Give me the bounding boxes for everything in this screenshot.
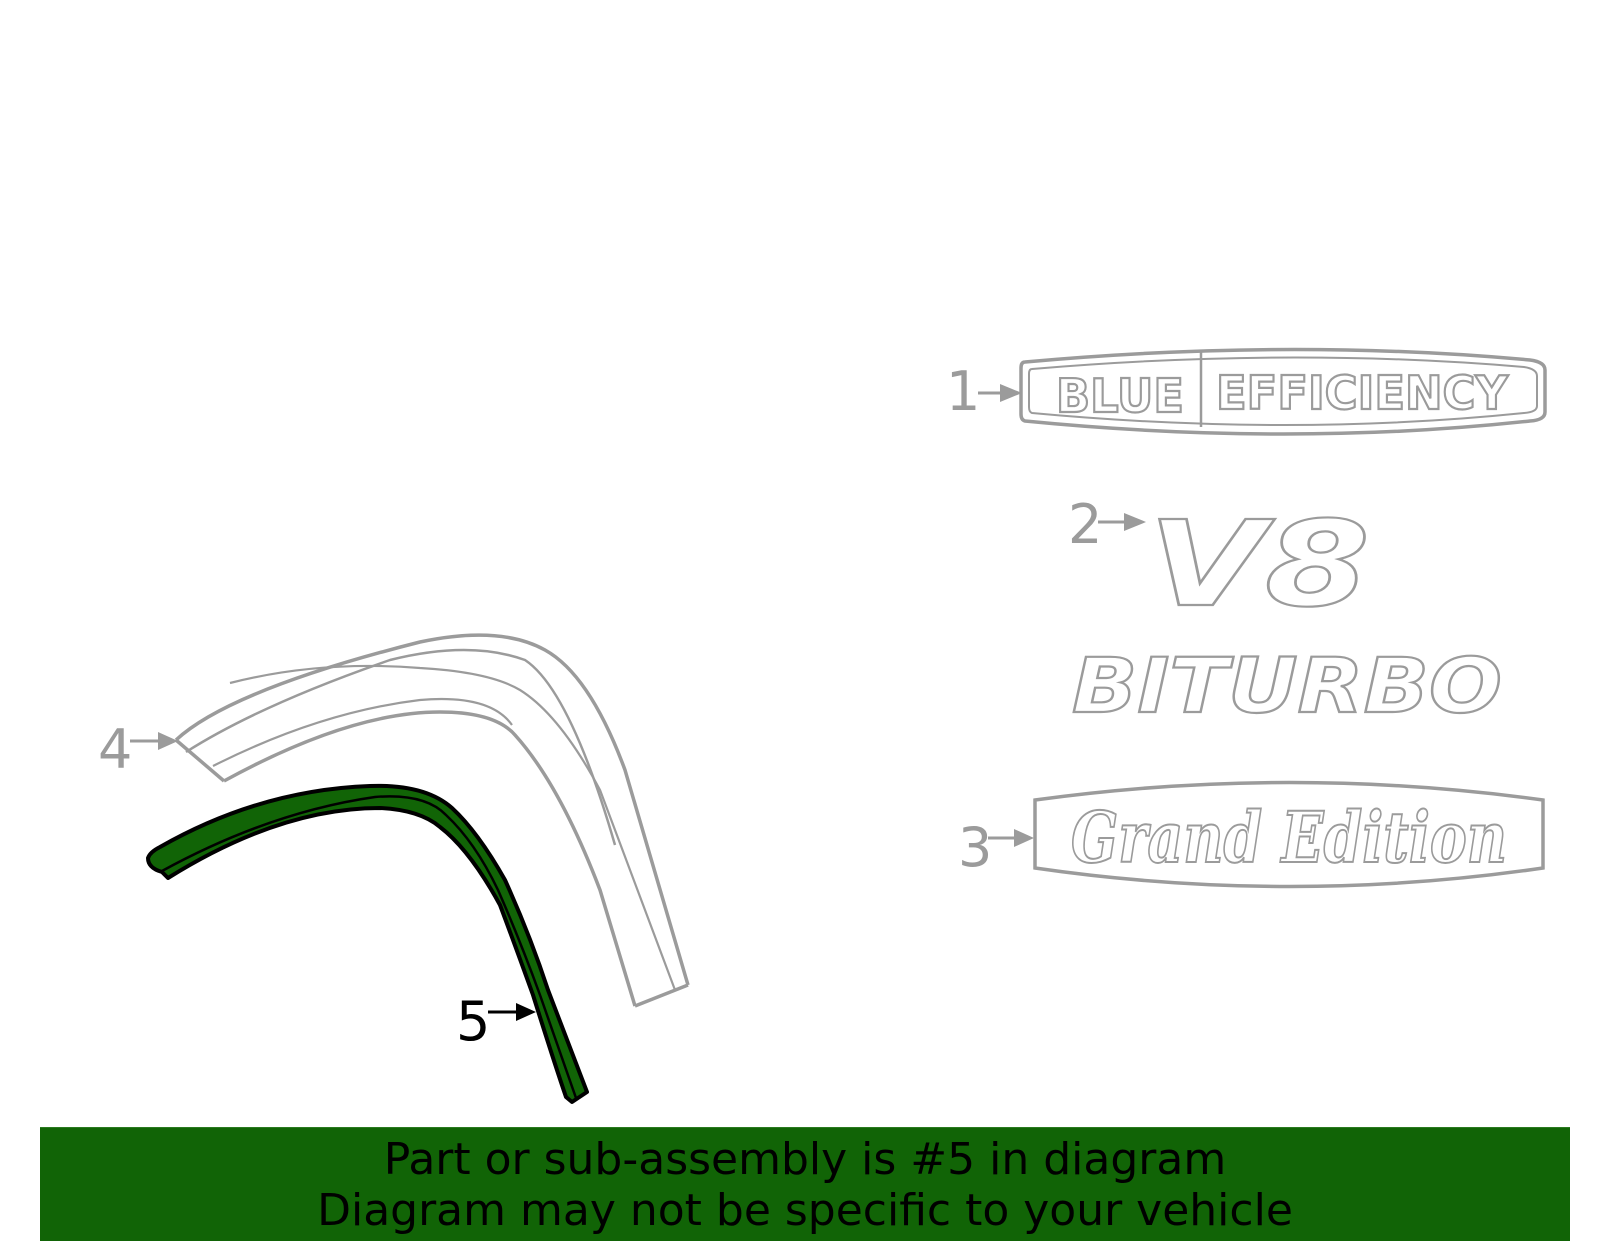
- emblem-text-grand-edition: Grand Edition: [1071, 796, 1507, 879]
- banner-line-part-number: Part or sub-assembly is #5 in diagram: [383, 1133, 1227, 1185]
- part-2-v8-biturbo-emblem[interactable]: 2 V8 BITURBO: [1068, 493, 1503, 731]
- callout-arrow-1-icon: [978, 384, 1022, 402]
- emblem-text-biturbo: BITURBO: [1072, 641, 1502, 730]
- banner-line-disclaimer: Diagram may not be specific to your vehi…: [317, 1184, 1293, 1236]
- seal-inner-line: [161, 795, 578, 1099]
- callout-number-1: 1: [946, 360, 980, 423]
- emblem-text-blue: BLUE: [1056, 369, 1184, 423]
- part-info-banner: Part or sub-assembly is #5 in diagram Di…: [40, 1127, 1570, 1241]
- callout-number-2: 2: [1068, 493, 1102, 556]
- blue-efficiency-badge-outer: [1019, 347, 1547, 436]
- blue-efficiency-badge-inner: [1028, 356, 1538, 426]
- part-4-wheel-arch-molding[interactable]: 4: [98, 633, 690, 1008]
- emblem-text-v8: V8: [1148, 495, 1370, 633]
- callout-number-4: 4: [98, 718, 132, 781]
- seal-body: [146, 783, 589, 1104]
- part-5-wheel-arch-seal[interactable]: 5: [146, 783, 589, 1104]
- callout-arrow-3-icon: [988, 829, 1034, 847]
- grand-edition-badge-outline: [1033, 780, 1545, 889]
- part-3-grand-edition-emblem[interactable]: 3 Grand Edition: [958, 780, 1545, 889]
- molding-outline: [174, 633, 690, 1008]
- callout-arrow-5-icon: [488, 1003, 536, 1021]
- callout-number-3: 3: [958, 816, 992, 879]
- callout-arrow-2-icon: [1098, 513, 1146, 531]
- callout-arrow-4-icon: [130, 732, 178, 750]
- callout-number-5: 5: [456, 990, 490, 1053]
- part-1-blue-efficiency-emblem[interactable]: 1 BLUE EFFICIENCY: [946, 347, 1547, 436]
- emblem-text-efficiency: EFFICIENCY: [1216, 366, 1509, 420]
